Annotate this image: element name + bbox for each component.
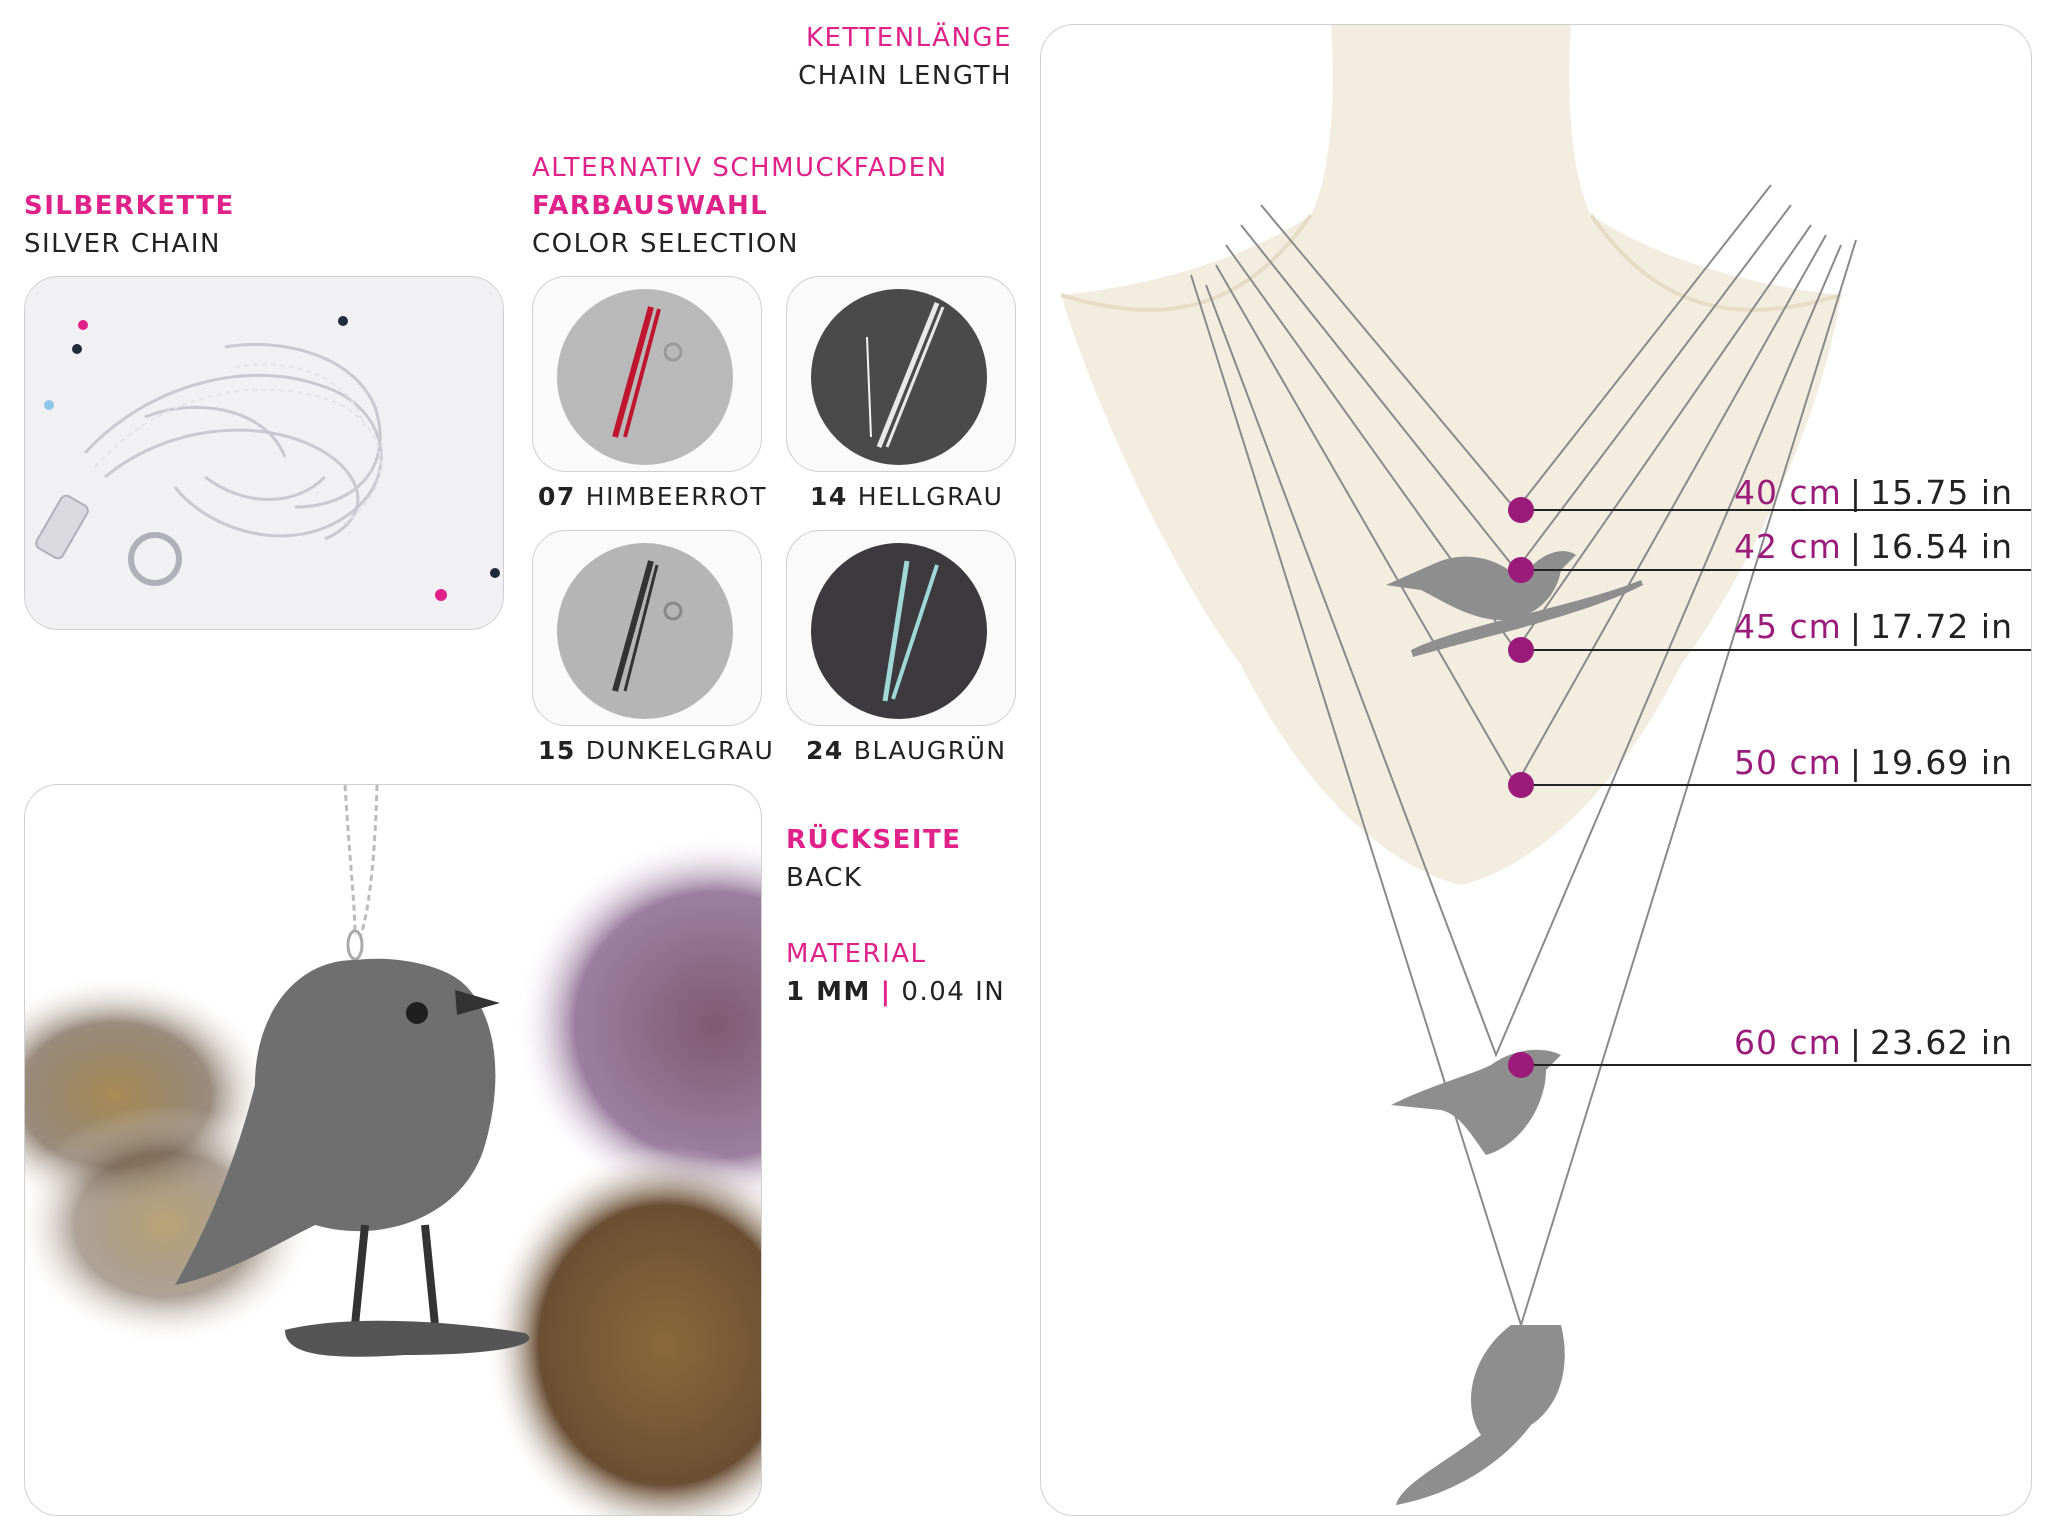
- pendant-back-photo: [24, 784, 762, 1516]
- chain-length-diagram: 40 cm|15.75 in 42 cm|16.54 in 45 cm|17.7…: [1040, 24, 2032, 1516]
- silver-chain-title-de: SILBERKETTE: [24, 191, 235, 221]
- chain-length-title-de: KETTENLÄNGE: [805, 23, 1012, 53]
- chain-length-title-en: CHAIN LENGTH: [798, 61, 1012, 91]
- measure-40: 40 cm|15.75 in: [1734, 473, 2013, 512]
- measure-60: 60 cm|23.62 in: [1734, 1023, 2013, 1062]
- back-title-de: RÜCKSEITE: [786, 825, 962, 855]
- measure-45: 45 cm|17.72 in: [1734, 607, 2013, 646]
- measure-50: 50 cm|19.69 in: [1734, 743, 2013, 782]
- silver-chain-photo: [24, 276, 504, 630]
- swatch-card-24[interactable]: [786, 530, 1016, 726]
- thread-title-de: FARBAUSWAHL: [532, 191, 769, 221]
- material-title: MATERIAL: [786, 939, 927, 969]
- silver-chain-title-en: SILVER CHAIN: [24, 229, 221, 259]
- measure-42: 42 cm|16.54 in: [1734, 527, 2013, 566]
- thread-title-en: COLOR SELECTION: [532, 229, 799, 259]
- swatch-card-15[interactable]: [532, 530, 762, 726]
- swatch-card-14[interactable]: [786, 276, 1016, 472]
- back-title-en: BACK: [786, 863, 863, 893]
- swatch-card-07[interactable]: [532, 276, 762, 472]
- material-value: 1 MM | 0.04 IN: [786, 977, 1006, 1007]
- thread-title-alt: ALTERNATIV SCHMUCKFADEN: [532, 153, 948, 183]
